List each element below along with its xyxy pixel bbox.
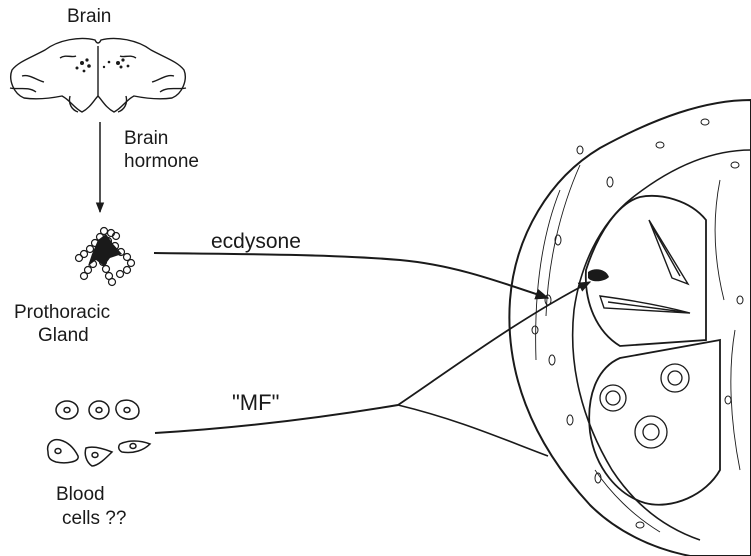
- testis-spermatid-bundles: [600, 220, 690, 313]
- testis-section-illustration: [509, 100, 751, 556]
- testis-outer-wall: [509, 100, 751, 556]
- brain-illustration: [10, 38, 186, 112]
- blood-cells-label-line1: Blood: [56, 484, 105, 505]
- mf-branch-to-cyst: [398, 405, 548, 456]
- prothoracic-gland-label-line2: Gland: [38, 325, 89, 346]
- testis-inner-wall: [573, 150, 751, 540]
- mf-label: "MF": [232, 392, 279, 413]
- testis-cell-cysts: [600, 364, 689, 448]
- cyst-upper: [586, 196, 706, 346]
- brain-label: Brain: [67, 6, 111, 27]
- prothoracic-gland-label-line1: Prothoracic: [14, 302, 110, 323]
- ecdysone-label: ecdysone: [211, 231, 301, 252]
- brain-hormone-label-line1: Brain: [124, 128, 168, 149]
- testis-dark-spot: [588, 269, 609, 281]
- brain-hormone-label-line2: hormone: [124, 151, 199, 172]
- blood-cells-label-line2: cells ??: [62, 508, 126, 529]
- blood-cells-illustration: [48, 400, 150, 466]
- cyst-lower: [589, 340, 720, 505]
- ecdysone-arrow: [154, 253, 548, 298]
- brain-neuron-clusters: [76, 58, 130, 72]
- mf-arrow-to-testis: [398, 282, 590, 405]
